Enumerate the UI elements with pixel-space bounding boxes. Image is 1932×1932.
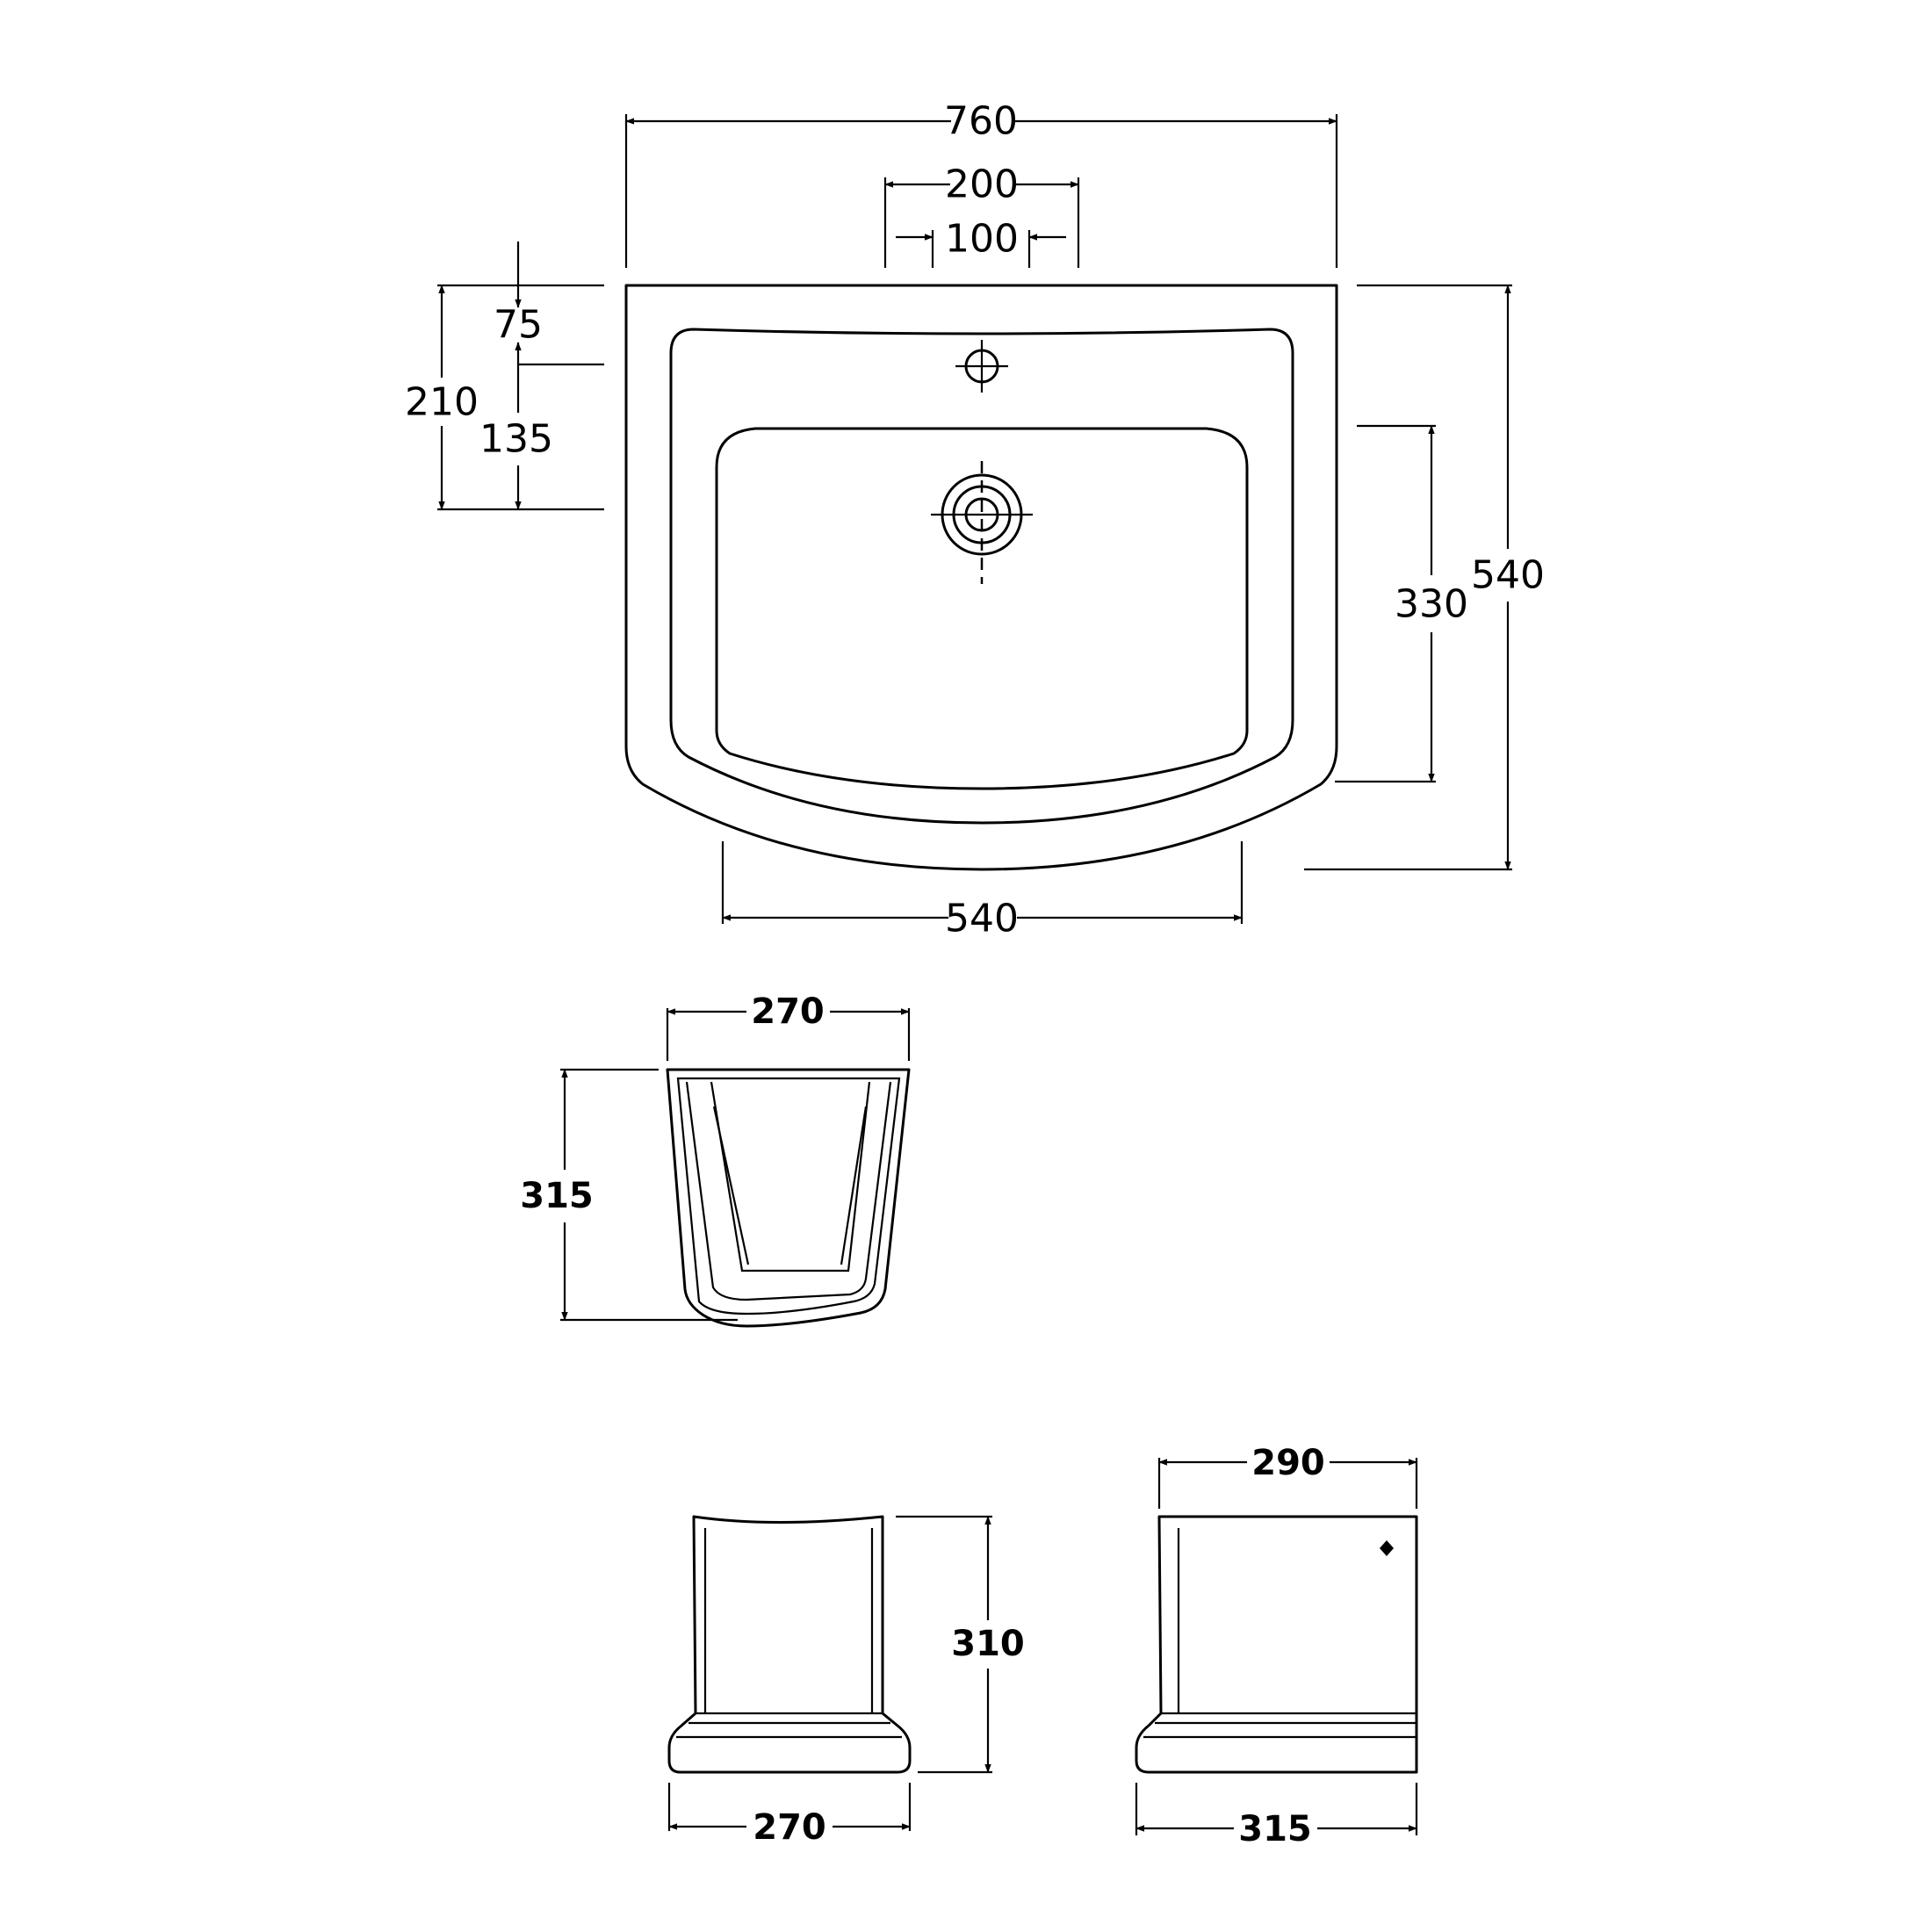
label-basin-depth: 540 xyxy=(1471,553,1545,598)
label-bowl-depth: 330 xyxy=(1395,582,1468,627)
label-semi-pedestal-width: 270 xyxy=(751,991,825,1032)
dim-tap-centers-outer: 200 xyxy=(883,162,1080,268)
semi-pedestal-outer xyxy=(666,1068,911,1328)
semi-pedestal-view: 270 315 xyxy=(520,991,911,1328)
dim-pedestal-side-top: 290 xyxy=(1157,1443,1418,1509)
label-tap-centers-inner: 100 xyxy=(945,217,1019,262)
label-pedestal-front-width: 270 xyxy=(753,1807,826,1848)
label-pedestal-front-height: 310 xyxy=(951,1624,1025,1664)
dim-semi-pedestal-height: 315 xyxy=(520,1068,738,1322)
label-back-to-waste: 210 xyxy=(405,380,479,425)
label-back-to-tap: 75 xyxy=(494,303,543,348)
fixing-point-marker xyxy=(1380,1540,1394,1556)
semi-pedestal-inner-rim xyxy=(676,1077,901,1316)
basin-outer-outline xyxy=(624,284,1338,871)
dim-pedestal-front-width: 270 xyxy=(667,1783,912,1848)
dim-basin-depth: 540 xyxy=(1304,284,1545,871)
dim-pedestal-side-base: 315 xyxy=(1135,1783,1418,1849)
basin-deck-rim xyxy=(669,328,1294,825)
label-bowl-width: 540 xyxy=(945,897,1019,941)
pedestal-side-view: 290 315 xyxy=(1135,1443,1418,1849)
pedestal-front-view: 310 270 xyxy=(667,1515,1025,1848)
pedestal-side-outline xyxy=(1135,1515,1418,1774)
label-pedestal-side-top: 290 xyxy=(1251,1443,1325,1483)
dim-left-depths: 75 135 210 xyxy=(405,242,604,511)
dim-pedestal-front-height: 310 xyxy=(896,1515,1025,1774)
dim-bowl-width: 540 xyxy=(721,841,1244,941)
dim-basin-width: 760 xyxy=(624,99,1338,268)
label-basin-width: 760 xyxy=(944,99,1018,144)
tap-hole xyxy=(955,340,1008,393)
dim-tap-centers-inner: 100 xyxy=(896,217,1066,268)
dim-bowl-depth: 330 xyxy=(1335,424,1468,783)
dim-semi-pedestal-width: 270 xyxy=(666,991,911,1061)
basin-plan-view: 760 200 100 75 135 xyxy=(405,99,1545,941)
basin-bowl xyxy=(715,427,1249,790)
label-pedestal-side-base: 315 xyxy=(1238,1809,1312,1849)
waste-outlet xyxy=(931,461,1033,584)
label-semi-pedestal-height: 315 xyxy=(520,1176,594,1216)
label-tap-centers-outer: 200 xyxy=(945,162,1019,207)
label-tap-to-waste: 135 xyxy=(479,417,553,462)
pedestal-front-outline xyxy=(667,1515,912,1774)
